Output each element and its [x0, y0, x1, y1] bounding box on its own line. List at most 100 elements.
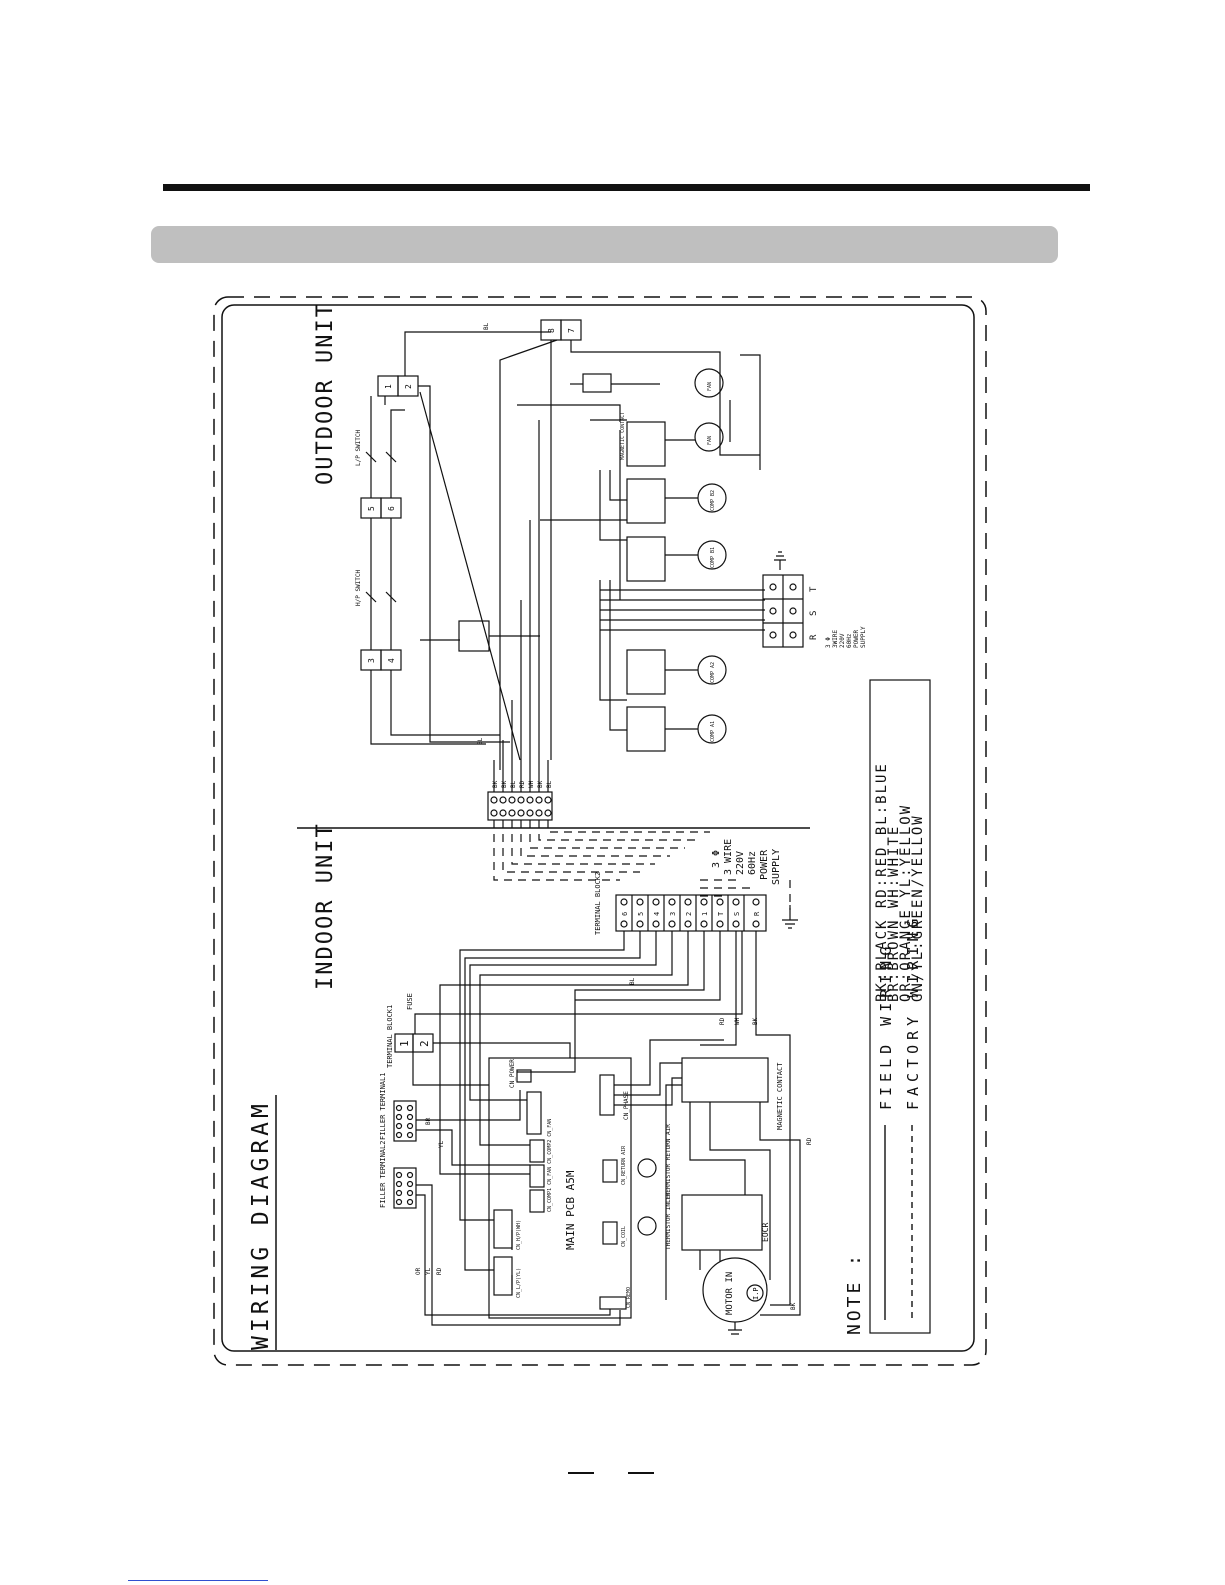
filler-terminal1-label: FILLER TERMINAL1 [379, 1073, 387, 1140]
wire-code-bl: BL [510, 780, 517, 788]
color-key-line-4: GN/YL:GREEN/YELLOW [910, 814, 926, 1002]
indoor-unit-label: INDOOR UNIT [313, 822, 338, 990]
wire-code-rd: RD [519, 780, 526, 788]
power-outdoor-wire: 3WIRE [832, 630, 839, 648]
contactor-fans [626, 421, 666, 467]
wire-code-bk: BK [492, 780, 499, 788]
color-key-line-3: OR:ORANGE YL:YELLOW [898, 804, 914, 1002]
cn-hp-label: CN_H/P(WH) [516, 1220, 522, 1250]
outdoor-terminal-strip [487, 791, 553, 821]
fuse-label: FUSE [406, 993, 414, 1010]
power-outdoor-phase: 3 Φ [825, 637, 832, 648]
tb2-number-3: 3 [669, 912, 677, 916]
magnetic-contact-outdoor-label: MAGNETIC CONTACT [620, 412, 626, 460]
tb1-number-1: 1 [398, 1040, 411, 1047]
color-key-line-2: BR:BROWN WH:WHITE [886, 825, 902, 1002]
terminal-3-number: 3 [367, 658, 376, 663]
hp-switch-label: H/P SWITCH [355, 569, 362, 606]
power-indoor-supply: SUPPLY [771, 849, 782, 885]
wire-code-rd-3: RD [436, 1267, 443, 1275]
comp-a1-tag: COMP A1 [710, 721, 716, 742]
power-indoor-wire: 3 WIRE [723, 839, 734, 875]
wire-code-wh: WH [528, 780, 535, 788]
tb2-number-s: S [733, 912, 741, 916]
terminal-2-number: 2 [404, 384, 413, 389]
wire-code-bk-2: BK [501, 780, 508, 788]
legend-box [869, 679, 931, 1334]
tb2-number-4: 4 [653, 912, 661, 916]
fan-2 [694, 368, 724, 398]
fan-1-tag: FAN [707, 436, 713, 445]
main-pcb [488, 1057, 632, 1319]
cn-comp-label: CN_COMP1 CN_FAN CN_COMP2 CN_FAN [547, 1119, 553, 1212]
motor-label: MOTOR IN [725, 1272, 735, 1315]
filler-terminal-1 [393, 1100, 417, 1142]
main-pcb-label: MAIN PCB A5M [564, 1170, 577, 1250]
tb2-number-6: 6 [621, 912, 629, 916]
wire-code-bk-4: BK [752, 1017, 759, 1025]
terminal-6-number: 6 [387, 506, 396, 511]
wire-code-bl-3: BL [483, 322, 490, 330]
page-number-dash-left [568, 1472, 594, 1474]
section-band [151, 226, 1058, 263]
terminal-block2-label: TERMINAL BLOCK2 [594, 872, 602, 935]
comp-b2-tag: COMP B2 [710, 490, 716, 511]
terminal-8-number: 8 [547, 328, 556, 333]
comp-b1-tag: COMP B1 [710, 547, 716, 568]
magnetic-contact-indoor [681, 1057, 769, 1103]
cn-lp-label: CN_L/P(YL) [516, 1268, 522, 1298]
page-number-dash-right [628, 1472, 654, 1474]
power-indoor-freq: 60Hz [747, 851, 758, 875]
rst-t: T [809, 586, 819, 592]
footer-link[interactable] [128, 1580, 268, 1581]
rst-s: S [809, 611, 819, 616]
contactor-a1 [626, 706, 666, 752]
note-label: NOTE : [844, 1252, 865, 1335]
lp-switch-label: L/P SWITCH [355, 429, 362, 466]
contactor-b2 [626, 478, 666, 524]
tb2-number-2: 2 [685, 912, 693, 916]
terminal-4-number: 4 [387, 658, 396, 663]
cn-power-label: CN_POWER [509, 1059, 516, 1088]
power-outdoor-power: POWER [853, 630, 860, 648]
power-outdoor-freq: 60Hz [846, 633, 853, 648]
thermistor-return-air [637, 1158, 657, 1178]
wire-code-bk-3: BK [537, 780, 544, 788]
terminal-block1-label: TERMINAL BLOCK1 [386, 1005, 394, 1068]
wire-code-bl-5: BL [629, 977, 636, 985]
filler-terminal-2 [393, 1167, 417, 1209]
legend-factory-wiring: FACTORY WIRING [904, 914, 922, 1110]
power-indoor-phase: 3 Φ [711, 850, 722, 868]
outer-dashed-frame [213, 296, 987, 1366]
tb1-number-2: 2 [418, 1040, 431, 1047]
cn-return-air-label: CN_RETURN AIR [621, 1145, 627, 1185]
header-rule [163, 184, 1090, 191]
magnetic-contact-label: MAGNETIC CONTACT [776, 1062, 784, 1130]
power-indoor-power: POWER [759, 849, 770, 880]
power-indoor-voltage: 220V [735, 851, 746, 875]
power-outdoor-supply: SUPPLY [860, 626, 867, 648]
wire-code-br: BR [425, 1117, 432, 1125]
terminal-5-number: 5 [367, 506, 376, 511]
tb2-number-5: 5 [637, 912, 645, 916]
legend-field-wiring: FIELD WIRING [877, 942, 895, 1110]
contactor-a2 [626, 649, 666, 695]
cn-phase-label: CN_PHASE [623, 1091, 630, 1120]
tb2-number-r: R [753, 911, 761, 916]
wire-code-wh-2: WH [734, 1017, 741, 1025]
wire-code-bk-5: BK [790, 1302, 797, 1310]
terminal-1-number: 1 [384, 384, 393, 389]
power-outdoor-voltage: 220V [839, 633, 846, 648]
outdoor-unit-label: OUTDOOR UNIT [313, 302, 338, 485]
wire-code-rd-2: RD [719, 1017, 726, 1025]
color-key-line-1: BK:BLACK RD:RED BL:BLUE [874, 762, 890, 1002]
cn-remo-label: CN_REMO [626, 1287, 632, 1308]
thermistor-inlet [637, 1216, 657, 1236]
comp-a2-tag: COMP A2 [710, 662, 716, 683]
tb2-number-1: 1 [701, 912, 709, 916]
terminal-7-number: 7 [567, 328, 576, 333]
tb2-number-t: T [717, 911, 725, 916]
diagram-title: WIRING DIAGRAM [248, 1100, 274, 1350]
cn-coil-label: CN_COIL [621, 1226, 627, 1247]
